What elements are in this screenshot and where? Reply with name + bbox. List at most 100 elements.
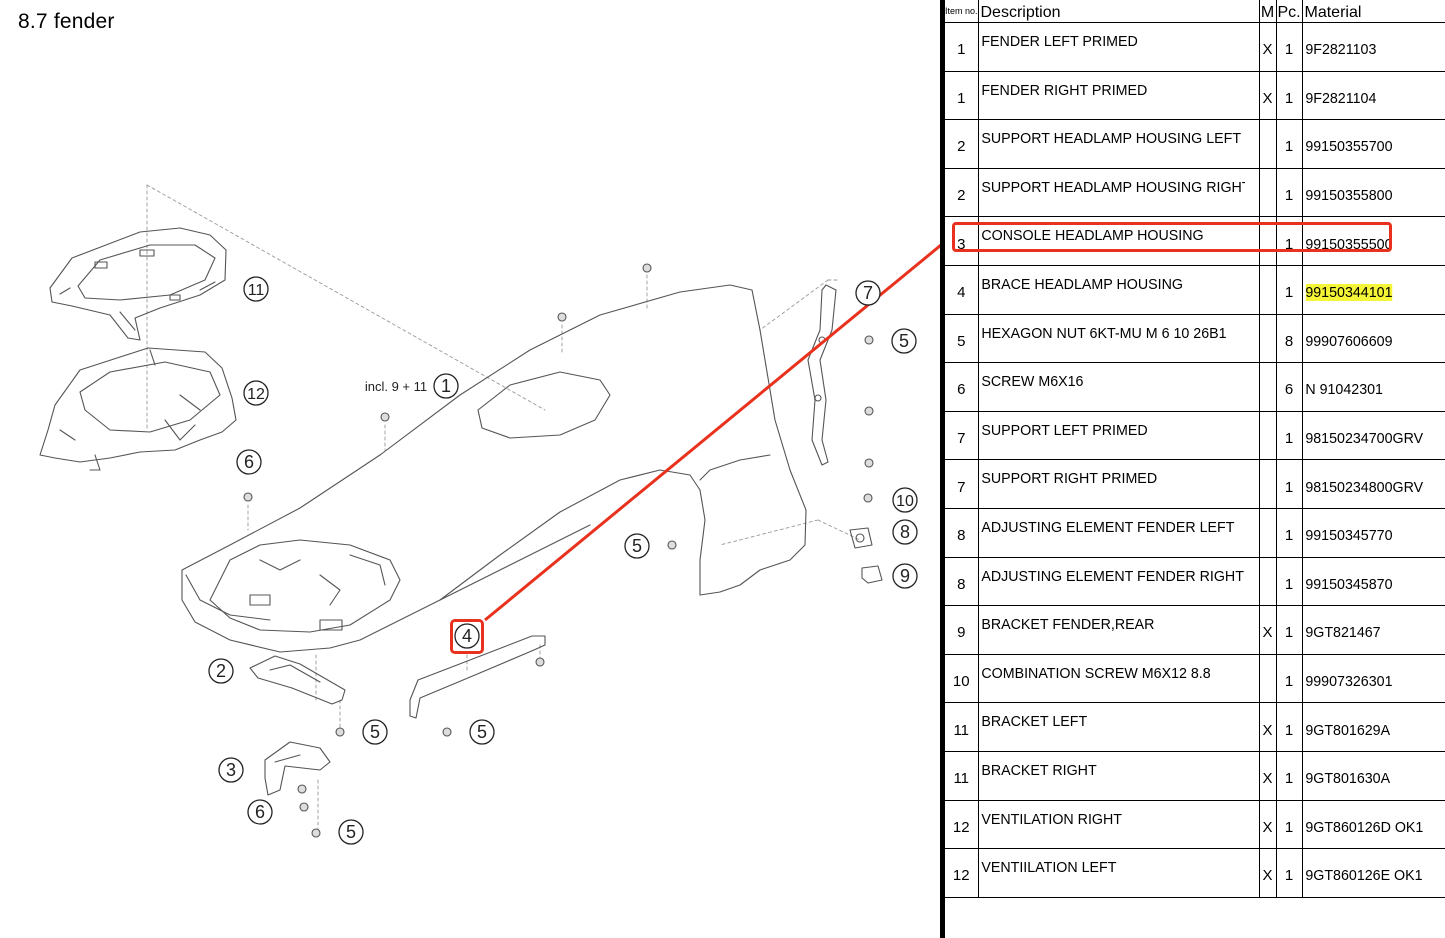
cell-material: 99150345770 [1302,508,1438,558]
cell-pc: 8 [1276,314,1303,364]
cell-description: HEXAGON NUT 6KT-MU M 6 10 26B1 [978,314,1246,364]
header-m: M [1259,0,1277,23]
cell-item-no: 6 [945,362,979,412]
cell-description: CONSOLE HEADLAMP HOUSING [978,216,1246,266]
cell-material: 9F2821104 [1302,71,1438,121]
cell-item-no: 11 [945,702,979,752]
cell-material: 98150234800GRV [1302,459,1438,509]
bracket-part-9 [861,565,883,584]
cell-item-no: 4 [945,265,979,315]
exploded-parts-diagram: 1 2 3 4 5 5 5 5 5 6 6 7 8 9 10 11 12 inc… [39,184,940,845]
cell-material: 99150355500 [1302,216,1438,266]
label-6-lower: 6 [255,802,265,822]
cell-pc: 1 [1276,71,1303,121]
cell-item-no: 12 [945,800,979,850]
cell-description: VENTILATION RIGHT [978,800,1246,850]
nut-part-5-a [335,727,345,737]
cell-m [1259,557,1277,607]
leader-lines [146,184,861,831]
cell-material: 99150355800 [1302,168,1438,218]
panel-divider [940,0,945,938]
cell-description: BRACE HEADLAMP HOUSING [978,265,1246,315]
cell-pc: 1 [1276,119,1303,169]
cell-description: FENDER LEFT PRIMED [978,22,1246,72]
label-3: 3 [226,760,236,780]
cell-description: SCREW M6X16 [978,362,1246,412]
label-11: 11 [248,282,265,299]
cell-m [1259,119,1277,169]
label-5-a: 5 [370,722,380,742]
cell-material: 99150355700 [1302,119,1438,169]
cell-pc: 1 [1276,216,1303,266]
fender-part-1 [181,284,807,653]
cell-pc: 1 [1276,654,1303,704]
cell-pc: 1 [1276,22,1303,72]
cell-description: COMBINATION SCREW M6X12 8.8 [978,654,1246,704]
cell-m: X [1259,800,1277,850]
label-4: 4 [462,626,472,646]
label-8: 8 [900,522,910,542]
label-9: 9 [900,566,910,586]
label-5-mid: 5 [632,536,642,556]
cell-description: SUPPORT RIGHT PRIMED [978,459,1246,509]
label-2: 2 [216,661,226,681]
cell-item-no: 11 [945,751,979,801]
cell-material: 9F2821103 [1302,22,1438,72]
cell-description: SUPPORT HEADLAMP HOUSING RIGHT [978,168,1246,218]
cell-item-no: 3 [945,216,979,266]
cell-m [1259,265,1277,315]
cell-pc: 1 [1276,459,1303,509]
adjusting-element-part-8 [849,527,873,549]
nuts-part-5-right [864,335,874,468]
cell-pc: 6 [1276,362,1303,412]
cell-description: BRACKET LEFT [978,702,1246,752]
cell-m: X [1259,605,1277,655]
nut-part-5-d [442,727,452,737]
cell-pc: 1 [1276,168,1303,218]
cell-m: X [1259,848,1277,898]
fender-screws [243,263,652,502]
cell-m: X [1259,71,1277,121]
incl-note: incl. 9 + 11 [365,379,427,394]
callout-box-item-4 [450,619,484,654]
cell-item-no: 9 [945,605,979,655]
nut-part-5-mid [667,540,677,550]
header-description: Description [978,0,1260,23]
cell-item-no: 8 [945,508,979,558]
header-pc: Pc. [1276,0,1303,23]
page-title: 8.7 fender [18,10,115,33]
cell-pc: 1 [1276,605,1303,655]
console-part-3 [264,741,331,796]
label-5-b: 5 [346,822,356,842]
cell-pc: 1 [1276,411,1303,461]
ventilation-part-12 [39,347,237,471]
cell-item-no: 2 [945,119,979,169]
header-material: Material [1302,0,1445,23]
cell-item-no: 8 [945,557,979,607]
label-7: 7 [863,283,873,303]
bracket-part-11 [49,227,227,341]
cell-material: N 91042301 [1302,362,1438,412]
cell-m: X [1259,702,1277,752]
cell-description: ADJUSTING ELEMENT FENDER LEFT [978,508,1246,558]
cell-material: 9GT801629A [1302,702,1438,752]
